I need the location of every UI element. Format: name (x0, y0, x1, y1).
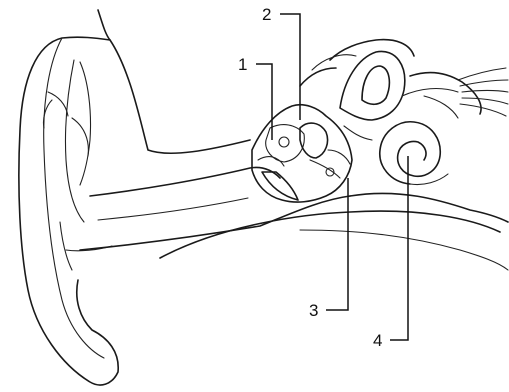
ear-canal (80, 167, 350, 250)
middle-ear (252, 105, 352, 202)
label-4: 4 (373, 331, 382, 350)
auditory-nerve (458, 68, 508, 116)
label-3: 3 (309, 301, 318, 320)
pinna-outline (19, 10, 250, 385)
label-2: 2 (262, 5, 271, 24)
cochlea (380, 122, 448, 185)
label-1: 1 (238, 55, 247, 74)
semicircular-canals (300, 40, 481, 140)
